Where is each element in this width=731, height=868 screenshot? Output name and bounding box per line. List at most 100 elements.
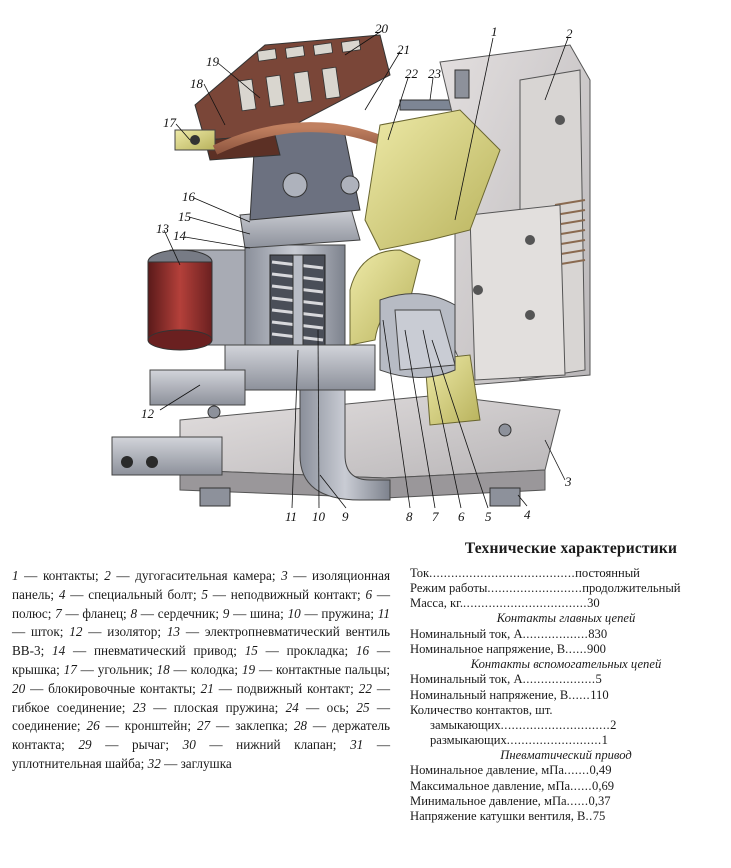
legend-item-text: пружина; [321, 605, 375, 621]
legend-item: 16 — крышка; [12, 643, 391, 677]
legend-item-text: дугогасительная камера; [135, 568, 276, 583]
specs-row-value: постоянный [575, 566, 640, 580]
legend-item: 5 — неподвижный контакт; [201, 586, 361, 602]
legend-item-text: электропневматический вентиль ВВ-3; [12, 624, 391, 659]
specs-row: Количество контактов, шт. [410, 703, 722, 718]
legend-item-number: 12 [69, 624, 83, 640]
specs-row: Ток.....................................… [410, 566, 722, 581]
specs-row: Напряжение катушки вентиля, В..75 [410, 809, 722, 824]
legend-item-number: 21 [200, 680, 214, 696]
legend-item-text: заклепка; [235, 718, 288, 734]
legend-item-text: рычаг; [132, 737, 170, 753]
callout-19: 19 [206, 54, 220, 69]
callout-22: 22 [405, 66, 419, 81]
legend-item-text: плоская пружина; [173, 699, 279, 715]
callout-13: 13 [156, 221, 170, 236]
callout-10: 10 [312, 509, 326, 524]
legend-item-number: 24 [285, 699, 299, 715]
legend-item-number: 20 [12, 680, 26, 696]
legend-item-text: уплотнительная шайба; [12, 755, 145, 771]
legend-item-number: 8 [130, 605, 138, 621]
callout-5: 5 [485, 509, 492, 524]
specs-row-leader: .......................... [487, 581, 583, 596]
specs-row-value: 0,69 [592, 778, 615, 793]
specs-row: Масса, кг...............................… [410, 596, 722, 611]
specs-row-value: 30 [587, 596, 600, 611]
legend-item: 15 — прокладка; [244, 643, 349, 659]
legend-item-text: сердечник; [157, 605, 220, 621]
specs-row: Минимальное давление, мПа......0,37 [410, 794, 722, 809]
specs-row-value: 0,49 [589, 763, 612, 778]
specs-row-leader: ........................................ [429, 566, 576, 580]
specs-row-leader: .................... [522, 672, 596, 687]
contacts-shape [349, 109, 501, 426]
legend-item-number: 11 [377, 605, 390, 621]
callout-16: 16 [182, 189, 196, 204]
legend-item-text: изоляционная панель; [12, 568, 391, 602]
callout-7: 7 [432, 509, 439, 524]
legend-item: 4 — специальный болт; [58, 586, 197, 602]
legend-item: 14 — пневматический привод; [52, 643, 237, 659]
legend-item: 22 — гибкое соединение; [12, 680, 391, 715]
specs-row-leader: ...... [568, 687, 591, 702]
callout-6: 6 [458, 509, 465, 524]
legend-item-text: неподвижный контакт; [230, 586, 361, 602]
legend-item-text: изолятор; [107, 624, 161, 640]
legend-item-number: 5 [201, 586, 209, 602]
callout-14: 14 [173, 228, 187, 243]
specs-row: Номинальный ток, А..................830 [410, 627, 722, 642]
callout-4: 4 [524, 507, 531, 522]
specs-row: размыкающих..........................1 [410, 733, 722, 748]
callout-12: 12 [141, 406, 155, 421]
legend-item: 9 — шина; [222, 605, 284, 621]
legend-item-number: 22 [358, 680, 372, 696]
specs-section-heading: Контакты главных цепей [496, 611, 636, 626]
legend-item-text: прокладка; [286, 643, 349, 659]
callout-21: 21 [397, 42, 410, 57]
legend-item-text: держатель контакта; [12, 718, 391, 753]
legend-item-number: 26 [86, 718, 100, 734]
legend-item-text: нижний клапан; [236, 737, 337, 753]
legend-item: 32 — заглушка [147, 755, 232, 771]
legend-item-number: 16 [355, 643, 370, 659]
legend-item-number: 6 [365, 586, 373, 602]
legend-item-text: полюс; [12, 605, 52, 621]
fasteners-shape [199, 69, 521, 507]
legend-item: 7 — фланец; [55, 605, 127, 621]
legend-item: 10 — пружина; [287, 605, 375, 621]
legend-item: 6 — полюс; [12, 586, 391, 621]
legend-item-number: 15 [244, 643, 258, 659]
legend-item-number: 23 [132, 699, 146, 715]
legend-item-number: 28 [293, 718, 307, 734]
legend-item-text: шток; [31, 624, 64, 640]
legend-item: 11 — шток; [12, 605, 390, 640]
callout-1: 1 [491, 24, 498, 39]
callout-8: 8 [406, 509, 413, 524]
legend-item-text: пневматический привод; [93, 643, 237, 659]
legend-item: 13 — электропневматический вентиль ВВ-3; [12, 624, 391, 659]
legend-item-number: 18 [156, 661, 170, 677]
specs-row-label: размыкающих [430, 732, 507, 747]
legend-item-text: подвижный контакт; [236, 680, 354, 696]
specs-row-value: 75 [592, 808, 606, 823]
legend-item-number: 32 [147, 755, 161, 771]
specs-row-leader: ...... [570, 778, 593, 793]
legend-item-number: 30 [182, 737, 196, 753]
specs-row-label: Масса, кг. [410, 596, 464, 611]
legend-item-number: 17 [63, 661, 77, 677]
legend-item-text: гибкое соединение; [12, 699, 126, 715]
specs-row-label: Номинальный напряжение, В [410, 687, 569, 702]
legend-item: 27 — заклепка; [196, 718, 288, 734]
callout-23: 23 [428, 66, 442, 81]
callout-20: 20 [375, 21, 389, 36]
specs-row-leader: ...... [566, 793, 589, 808]
technical-specs: Технические характеристики Ток..........… [410, 540, 722, 824]
legend-item: 25 — соединение; [12, 699, 391, 734]
specs-row-label: Максимальное давление, мПа [410, 778, 571, 793]
legend-item-number: 31 [350, 737, 364, 753]
specs-title: Технические характеристики [464, 540, 678, 557]
specs-row: Максимальное давление, мПа......0,69 [410, 779, 722, 794]
legend-item-text: фланец; [82, 605, 127, 621]
contactor-illustration: 1 2 3 4 5 6 7 8 9 10 11 12 13 14 15 16 1… [111, 21, 591, 524]
callout-leaders [159, 29, 569, 509]
